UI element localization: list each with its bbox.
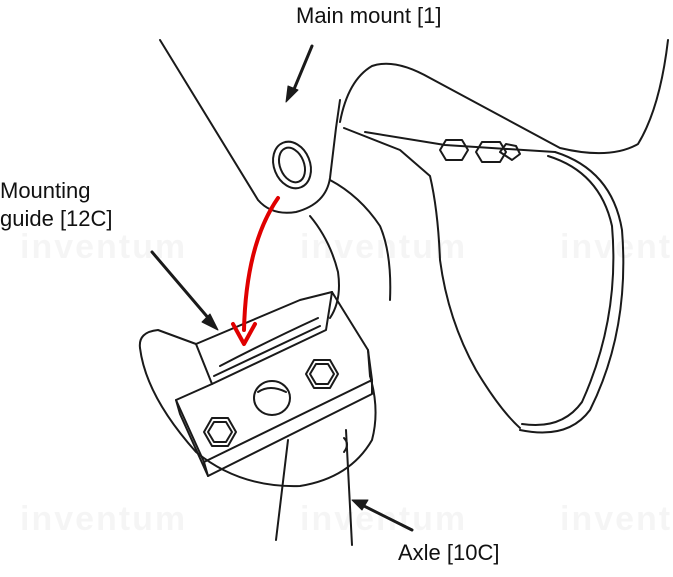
- watermark-text: inventum: [20, 228, 187, 267]
- watermark-text: inventum: [20, 500, 187, 539]
- axle-label: Axle [10C]: [398, 540, 500, 565]
- axle-part: [275, 429, 353, 546]
- watermark-text: inventum: [560, 228, 673, 267]
- housing-part: [309, 39, 669, 434]
- mounting-guide-part: [138, 291, 377, 488]
- watermark-text: inventum: [560, 500, 673, 539]
- watermark-text: inventum: [300, 500, 467, 539]
- main-mount-part: [159, 39, 341, 214]
- watermark-text: inventum: [300, 228, 467, 267]
- mounting-guide-label: Mounting guide [12C]: [0, 178, 113, 231]
- main-mount-label: Main mount [1]: [296, 3, 442, 28]
- leader-arrows: [150, 44, 414, 532]
- placement-arrow: [231, 196, 280, 346]
